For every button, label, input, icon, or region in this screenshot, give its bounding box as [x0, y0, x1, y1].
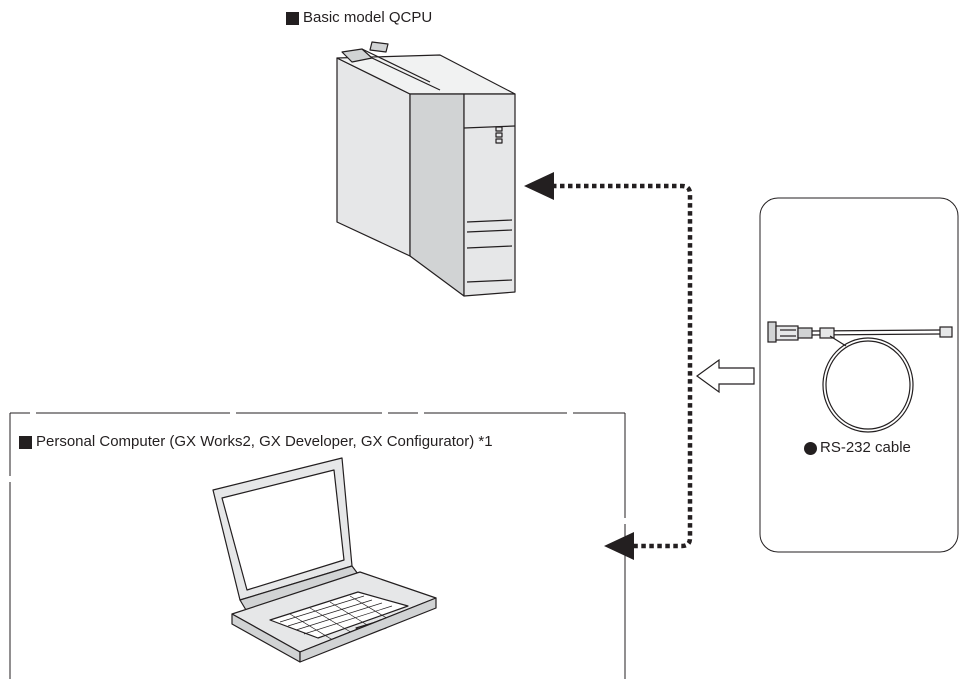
computer-title-text: Personal Computer (GX Works2, GX Develop…: [36, 433, 493, 450]
connection-line: [524, 172, 693, 560]
black-square-marker: [19, 435, 32, 449]
arrow-head-to-pc: [604, 532, 634, 560]
plc-illustration: [336, 41, 516, 297]
cable-label: RS-232 cable: [804, 439, 911, 457]
cable-label-text: RS-232 cable: [820, 439, 911, 456]
black-square-marker: [286, 11, 299, 25]
plc-title: Basic model QCPU: [286, 9, 432, 27]
arrow-head-to-plc: [524, 172, 554, 200]
plc-title-text: Basic model QCPU: [303, 9, 433, 26]
hollow-arrow: [695, 358, 755, 394]
rs232-cable-illustration: [767, 321, 953, 433]
computer-title: Personal Computer (GX Works2, GX Develop…: [19, 433, 493, 451]
black-circle-marker: [804, 441, 817, 455]
cable-panel: [759, 197, 959, 553]
laptop-illustration: [212, 457, 437, 663]
computer-frame: [9, 412, 626, 679]
